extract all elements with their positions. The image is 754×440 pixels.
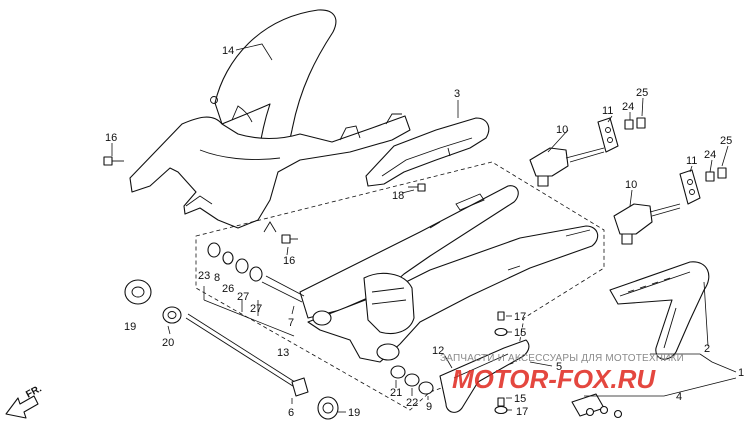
label-12: 12 — [432, 345, 444, 357]
label-24-lower: 24 — [704, 149, 716, 161]
label-10-upper: 10 — [556, 124, 568, 136]
chain-slider-part — [439, 311, 530, 415]
label-13: 13 — [277, 347, 289, 359]
label-26: 26 — [222, 283, 234, 295]
label-23: 23 — [198, 270, 210, 282]
label-18: 18 — [392, 190, 404, 202]
collar-20 — [162, 306, 182, 324]
chain-cover-part — [365, 117, 490, 187]
label-19-upper: 19 — [124, 321, 136, 333]
watermark: ЗАПЧАСТИ И АКСЕССУАРЫ ДЛЯ МОТОТЕХНИКИ MO… — [440, 353, 684, 394]
dust-seal-19-lower — [317, 396, 339, 420]
label-4: 4 — [676, 391, 682, 403]
label-16-upper: 16 — [105, 132, 117, 144]
bolt-16-lower — [281, 234, 298, 244]
front-direction-arrow — [5, 395, 39, 419]
label-5: 5 — [556, 361, 562, 373]
label-21: 21 — [390, 387, 402, 399]
label-16-lower: 16 — [283, 255, 295, 267]
master-link-part — [571, 393, 623, 419]
label-7: 7 — [288, 317, 294, 329]
label-6: 6 — [288, 407, 294, 419]
bushing-21-22-9 — [390, 365, 434, 395]
bolt-16-upper — [103, 156, 124, 166]
part-number-labels: 14 3 16 18 10 11 24 25 10 11 24 25 16 23… — [24, 45, 744, 419]
label-11-lower: 11 — [686, 155, 697, 167]
label-15-lower: 15 — [514, 393, 526, 405]
pivot-bolt-6 — [185, 313, 309, 397]
chain-adjuster-upper — [529, 117, 646, 187]
label-front: FR. — [24, 383, 44, 400]
label-3: 3 — [454, 88, 460, 100]
dust-seal-19-upper — [124, 279, 152, 305]
label-25-lower: 25 — [720, 135, 732, 147]
label-8: 8 — [214, 272, 220, 284]
swingarm-part — [299, 185, 599, 363]
watermark-logo-text: MOTOR-FOX.RU — [452, 364, 656, 394]
label-19-lower: 19 — [348, 407, 360, 419]
label-20: 20 — [162, 337, 174, 349]
label-9: 9 — [426, 401, 432, 413]
leader-lines — [111, 43, 737, 413]
swingarm-assembly-outline — [195, 161, 605, 411]
bolt-18 — [408, 183, 426, 192]
label-27-a: 27 — [237, 291, 249, 303]
label-11-upper: 11 — [602, 105, 613, 117]
label-24-upper: 24 — [622, 101, 634, 113]
label-15-upper: 15 — [514, 327, 526, 339]
drive-chain-part — [609, 261, 710, 360]
swingarm-bushing-hardware — [207, 242, 305, 303]
label-17-upper: 17 — [514, 311, 526, 323]
label-27-b: 27 — [250, 303, 262, 315]
label-17-lower: 17 — [516, 406, 528, 418]
watermark-tagline: ЗАПЧАСТИ И АКСЕССУАРЫ ДЛЯ МОТОТЕХНИКИ — [440, 353, 684, 364]
label-10-lower: 10 — [625, 179, 637, 191]
label-2: 2 — [704, 343, 710, 355]
label-14: 14 — [222, 45, 234, 57]
chain-adjuster-lower — [613, 167, 727, 245]
label-22: 22 — [406, 397, 418, 409]
label-1: 1 — [738, 367, 744, 379]
rear-fender-part — [129, 9, 411, 233]
label-25-upper: 25 — [636, 87, 648, 99]
